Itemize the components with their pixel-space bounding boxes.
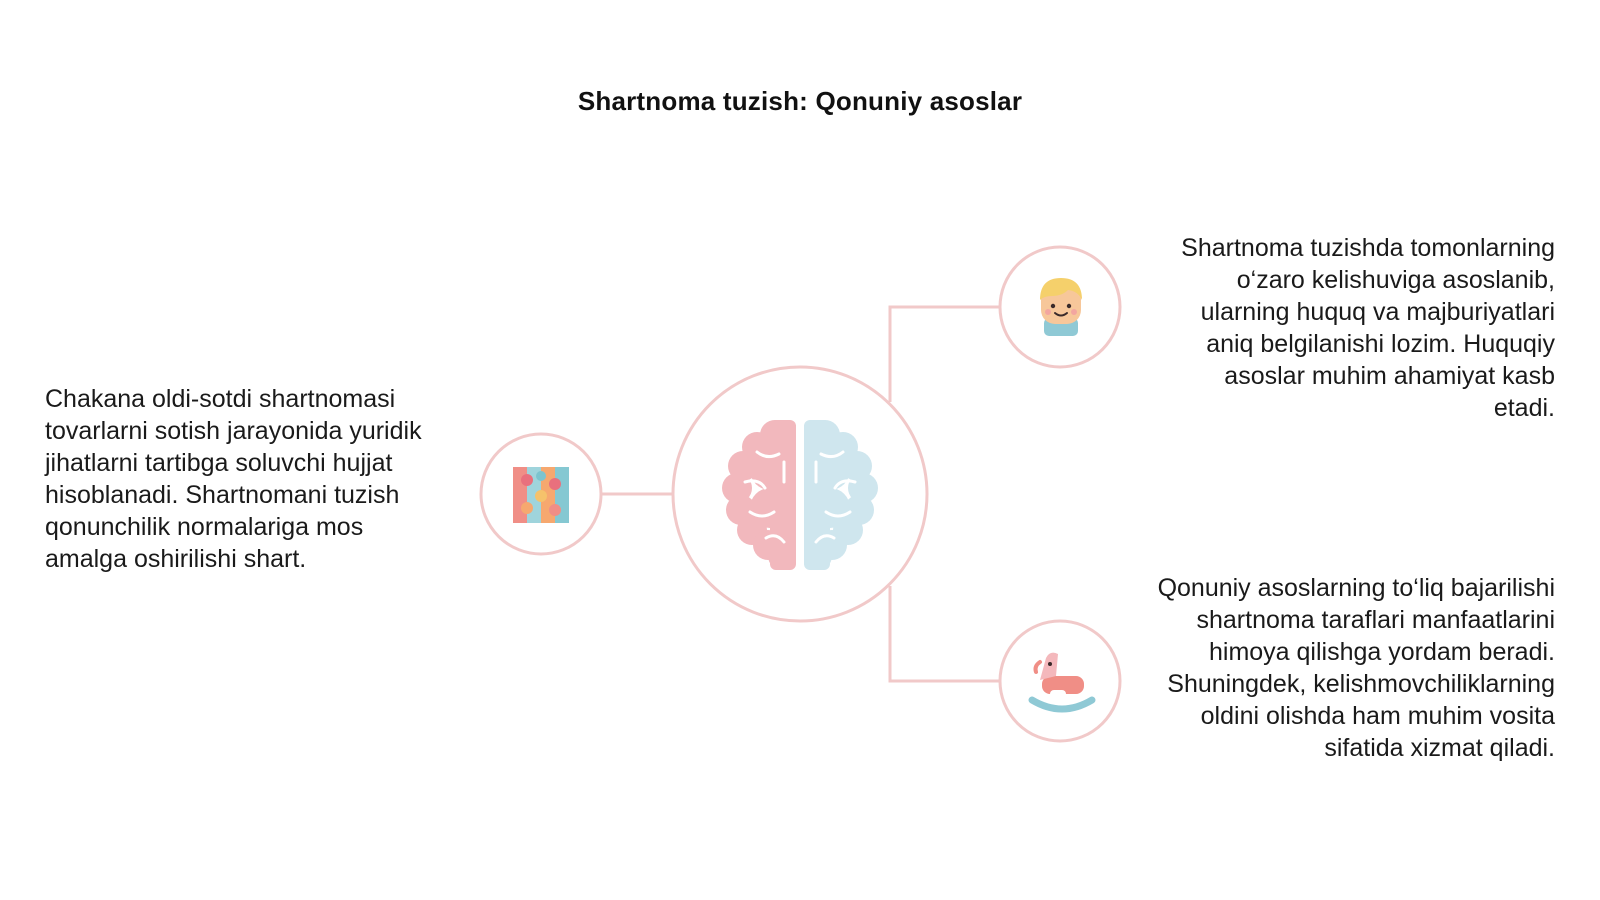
left-description: Chakana oldi-sotdi shartnomasi tovarlarn… [45, 385, 422, 573]
connector-right-bottom [888, 586, 1000, 683]
connector-right-top [888, 305, 1000, 402]
rocking-horse-icon [1028, 652, 1096, 713]
right-top-description: Shartnoma tuzishda tomonlarning o‘zaro k… [1181, 234, 1555, 422]
right-top-node [998, 245, 1122, 369]
left-node [479, 432, 603, 556]
right-bottom-node [998, 619, 1122, 743]
connector-lines [601, 305, 1000, 683]
page-title: Shartnoma tuzish: Qonuniy asoslar [577, 86, 1023, 116]
center-node [671, 365, 929, 623]
right-bottom-description: Qonuniy asoslarning to‘liq bajarilishi s… [1157, 574, 1555, 762]
brain-icon [722, 418, 878, 572]
child-face-icon [1040, 278, 1082, 336]
puzzle-icon [513, 467, 569, 523]
